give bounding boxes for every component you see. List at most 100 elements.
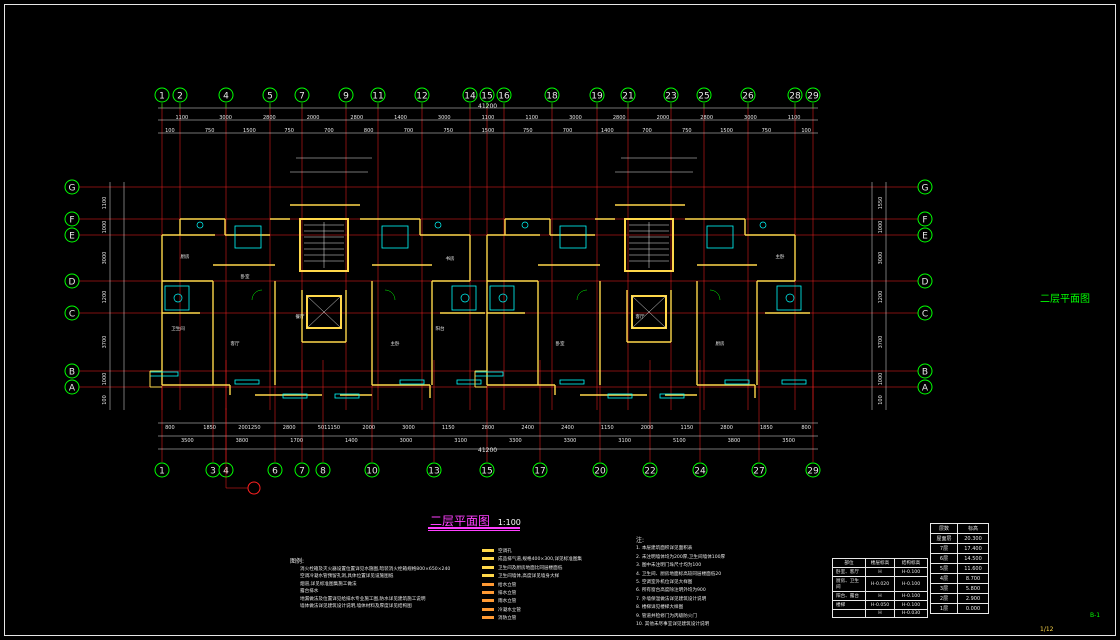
table-cell: 卧室、客厅 <box>832 567 866 577</box>
dimension-text: 5011150 <box>318 425 340 431</box>
dimension-text: 1100 <box>175 115 188 121</box>
table-cell: 14.500 <box>957 553 989 564</box>
table-cell: H-0.020 <box>865 576 895 592</box>
section-marker <box>247 481 261 495</box>
axis-bubble <box>64 211 80 227</box>
dimension-text: 3800 <box>236 438 249 444</box>
dimension-text: 700 <box>324 128 334 134</box>
dimension-text: 1150 <box>601 425 614 431</box>
axis-bubble-label: C <box>69 310 75 320</box>
table-row: 卧室、客厅 H H-0.100 <box>832 567 928 577</box>
dimension-text: 1100 <box>482 115 495 121</box>
dimension-text: 2800 <box>263 115 276 121</box>
symbol-swatch <box>482 616 494 620</box>
axis-bubble-label: 16 <box>498 92 510 102</box>
dimension-text: 3000 <box>219 115 232 121</box>
table-row: 楼梯 H-0.050 H-0.100 <box>832 600 928 610</box>
wall <box>624 218 674 272</box>
dimension-text: 1700 <box>290 438 303 444</box>
axis-bubble-label: B <box>922 368 928 378</box>
notes-legend-heading: 图例: <box>290 558 305 565</box>
room-label: 主卧 <box>391 340 400 347</box>
dimension-text: 1000 <box>102 373 108 386</box>
notes-general-heading: 注: <box>636 537 645 544</box>
dimension-text: 2800 <box>482 425 495 431</box>
notes-legend-line: 地漏做法及位置详见给排水专业施工图,防水详见建筑施工说明 <box>300 596 426 602</box>
axis-bubble <box>479 462 495 478</box>
table-row: 阳台、露台 H H-0.100 <box>832 591 928 601</box>
axis-bubble-label: D <box>922 278 929 288</box>
axis-bubble <box>64 273 80 289</box>
axis-bubble-label: F <box>922 216 927 226</box>
symbol-swatch <box>482 574 494 578</box>
notes-general-line: 2. 未注明墙体均为200厚,卫生间墙体100厚 <box>636 554 726 560</box>
dimension-text: 2800 <box>350 115 363 121</box>
table-cell: 0.000 <box>957 603 989 614</box>
notes-symbol-line: 空调孔 <box>482 548 632 556</box>
window <box>781 379 807 385</box>
notes-general-line: 6. 所有窗台高度除注明外均为900 <box>636 588 706 594</box>
axis-bubble <box>370 87 386 103</box>
axis-bubble <box>218 87 234 103</box>
room-label: 厨房 <box>716 340 725 347</box>
table-cell: 部位 <box>832 558 866 568</box>
notes-symbol-line: 消防立管 <box>482 615 632 623</box>
axis-bubble <box>692 462 708 478</box>
dimension-text: 3000 <box>102 252 108 265</box>
notes-legend-line: 空调冷凝水管预留孔洞,具体位置详见设施图纸 <box>300 574 394 579</box>
notes-symbol-line: 雨水立管 <box>482 598 632 606</box>
bathroom-fixture <box>381 225 409 249</box>
dimension-text: 700 <box>404 128 414 134</box>
dimension-text: 1500 <box>243 128 256 134</box>
overall-dim-top: 41200 <box>478 103 498 110</box>
dimension-text: 3700 <box>878 336 884 349</box>
axis-bubble <box>462 87 478 103</box>
drawing-border <box>4 4 1116 636</box>
dimension-text: 1100 <box>525 115 538 121</box>
page-number: 1/12 <box>1040 626 1054 633</box>
dimension-text: 3000 <box>569 115 582 121</box>
table-cell: 11.600 <box>957 563 989 574</box>
dimension-text: 1000 <box>878 221 884 234</box>
room-label: 客厅 <box>636 313 645 320</box>
axis-bubble <box>917 179 933 195</box>
axis-bubble <box>426 462 442 478</box>
axis-bubble-label: 7 <box>299 92 305 102</box>
axis-bubble-label: A <box>69 384 76 394</box>
dimension-text: 1200 <box>878 291 884 304</box>
notes-general-line: 9. 管道井检修门为丙级防火门 <box>636 613 697 619</box>
room-label: 客厅 <box>231 340 240 347</box>
dimension-text: 1100 <box>788 115 801 121</box>
dimension-text: 100 <box>801 128 811 134</box>
axis-bubble <box>544 87 560 103</box>
window <box>456 379 482 385</box>
room-label: 厨房 <box>181 253 190 260</box>
dimension-text: 1200 <box>102 291 108 304</box>
table-cell: 层数 <box>930 523 958 534</box>
notes-legend-line: 露台排水 <box>300 589 319 594</box>
toilet-fixture <box>785 293 795 303</box>
dimension-text: 750 <box>682 128 692 134</box>
drawing-title-underline-2 <box>428 530 520 531</box>
notes-legend-line: 墙体做法详见建筑设计说明,墙体材料及厚度详见结构图 <box>300 604 412 609</box>
wall <box>306 295 342 329</box>
toilet-fixture <box>498 293 508 303</box>
bathroom-fixture <box>559 225 587 249</box>
dimension-text: 750 <box>205 128 215 134</box>
axis-bubble-label: 12 <box>416 92 427 102</box>
axis-bubble-label: 25 <box>698 92 709 102</box>
wall-segment <box>631 295 667 329</box>
axis-bubble-label: B <box>69 368 75 378</box>
dimension-text: 3700 <box>102 336 108 349</box>
axis-bubble <box>917 363 933 379</box>
dimension-text: 2800 <box>613 115 626 121</box>
dimension-text: 2001250 <box>238 425 260 431</box>
dimension-text: 750 <box>443 128 453 134</box>
table-cell: 楼梯 <box>832 600 866 610</box>
axis-bubble-label: C <box>922 310 928 320</box>
notes-general-line: 7. 外墙保温做法详见建筑设计说明 <box>636 596 707 602</box>
table-cell: 2.900 <box>957 593 989 604</box>
